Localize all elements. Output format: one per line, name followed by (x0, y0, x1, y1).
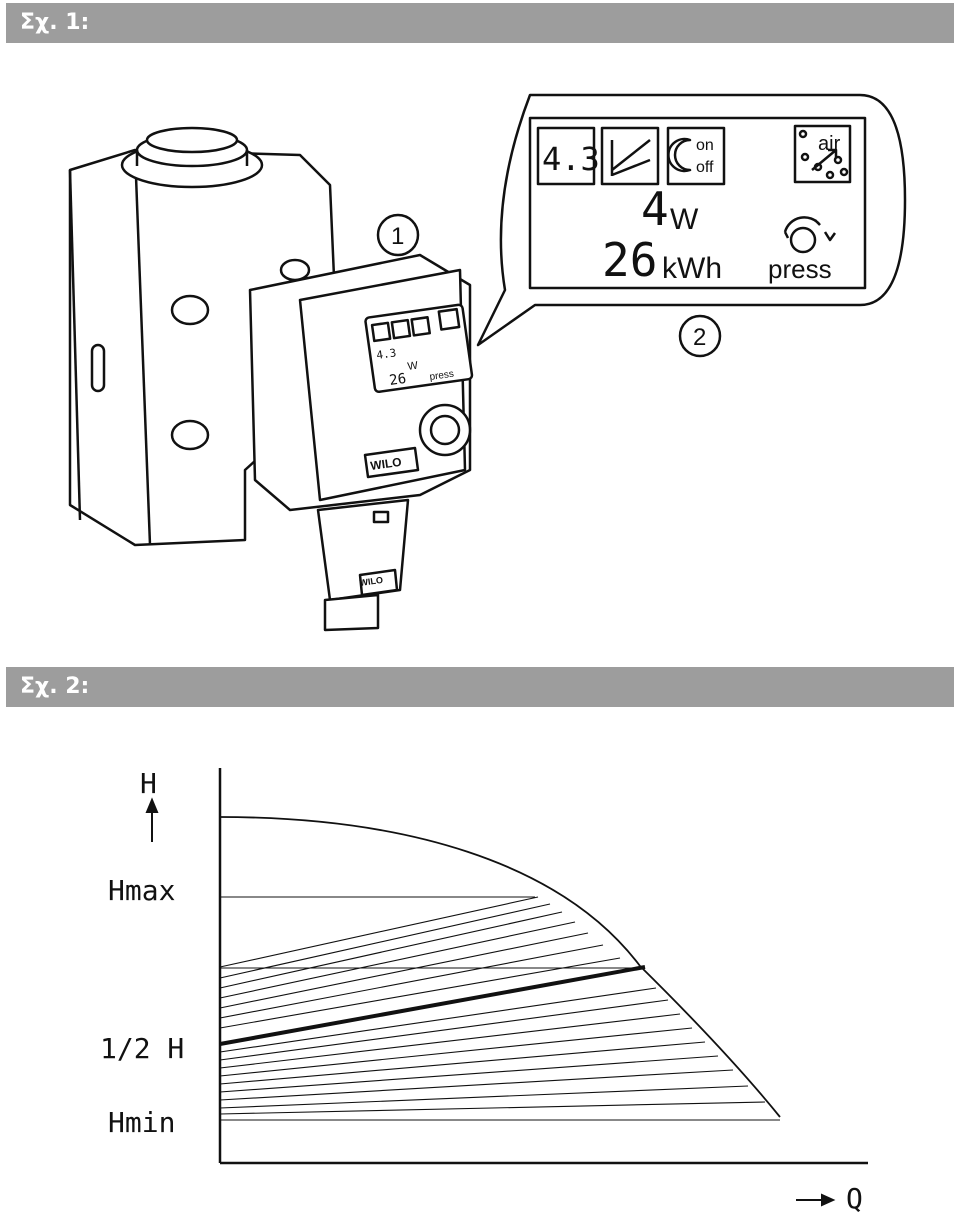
y-tick-half-h: 1/2 H (100, 1032, 184, 1065)
callout-2-number: 2 (693, 324, 706, 351)
callout-1-circle (376, 213, 420, 257)
mini-power-unit: W (407, 360, 420, 373)
power-value: 4 (641, 182, 669, 236)
control-lines (219, 896, 780, 1121)
power-unit: W (670, 203, 699, 236)
figure-1-caption: Σχ. 1: (20, 10, 90, 35)
mode-value: 4.3 (542, 140, 600, 178)
y-axis-label: H (140, 767, 157, 800)
max-pump-curve (219, 816, 781, 1118)
brand-logo: WILO (369, 455, 402, 473)
half-h-control-line (219, 965, 646, 1046)
enlarged-display (528, 116, 867, 290)
callout-1-number: 1 (391, 223, 404, 250)
mini-energy-value: 26 (388, 371, 407, 389)
callout-2-circle (678, 314, 722, 358)
figure-1-caption-bar: Σχ. 1: (6, 3, 954, 43)
figure-2-caption: Σχ. 2: (20, 674, 90, 699)
y-tick-hmin: Hmin (108, 1106, 175, 1139)
pump-illustration: 4.3 4 26 4.3 26 on off air W kWh press W… (68, 93, 907, 632)
off-label: off (696, 159, 714, 176)
display-callout-bubble (476, 93, 907, 347)
cable-connector (316, 498, 410, 602)
energy-unit: kWh (662, 252, 722, 285)
mode-icon-box (536, 126, 596, 186)
connector-brand-logo: WILO (359, 575, 384, 588)
air-venting-icon-box (793, 124, 852, 184)
x-axis-label: Q (846, 1182, 863, 1215)
control-curve-icon-box (600, 126, 660, 186)
energy-value: 26 (602, 233, 657, 287)
figure-2-caption-bar: Σχ. 2: (6, 667, 954, 707)
y-tick-hmax: Hmax (108, 874, 175, 907)
mini-mode-value: 4.3 (376, 346, 397, 362)
mini-press-label: press (429, 369, 455, 383)
control-knob (418, 403, 472, 457)
housing-slot (90, 343, 106, 393)
air-label: air (818, 133, 841, 155)
press-label: press (768, 254, 832, 284)
on-label: on (696, 137, 714, 154)
pump-curve-diagram: H Hmax 1/2 H Hmin Q (100, 767, 868, 1215)
